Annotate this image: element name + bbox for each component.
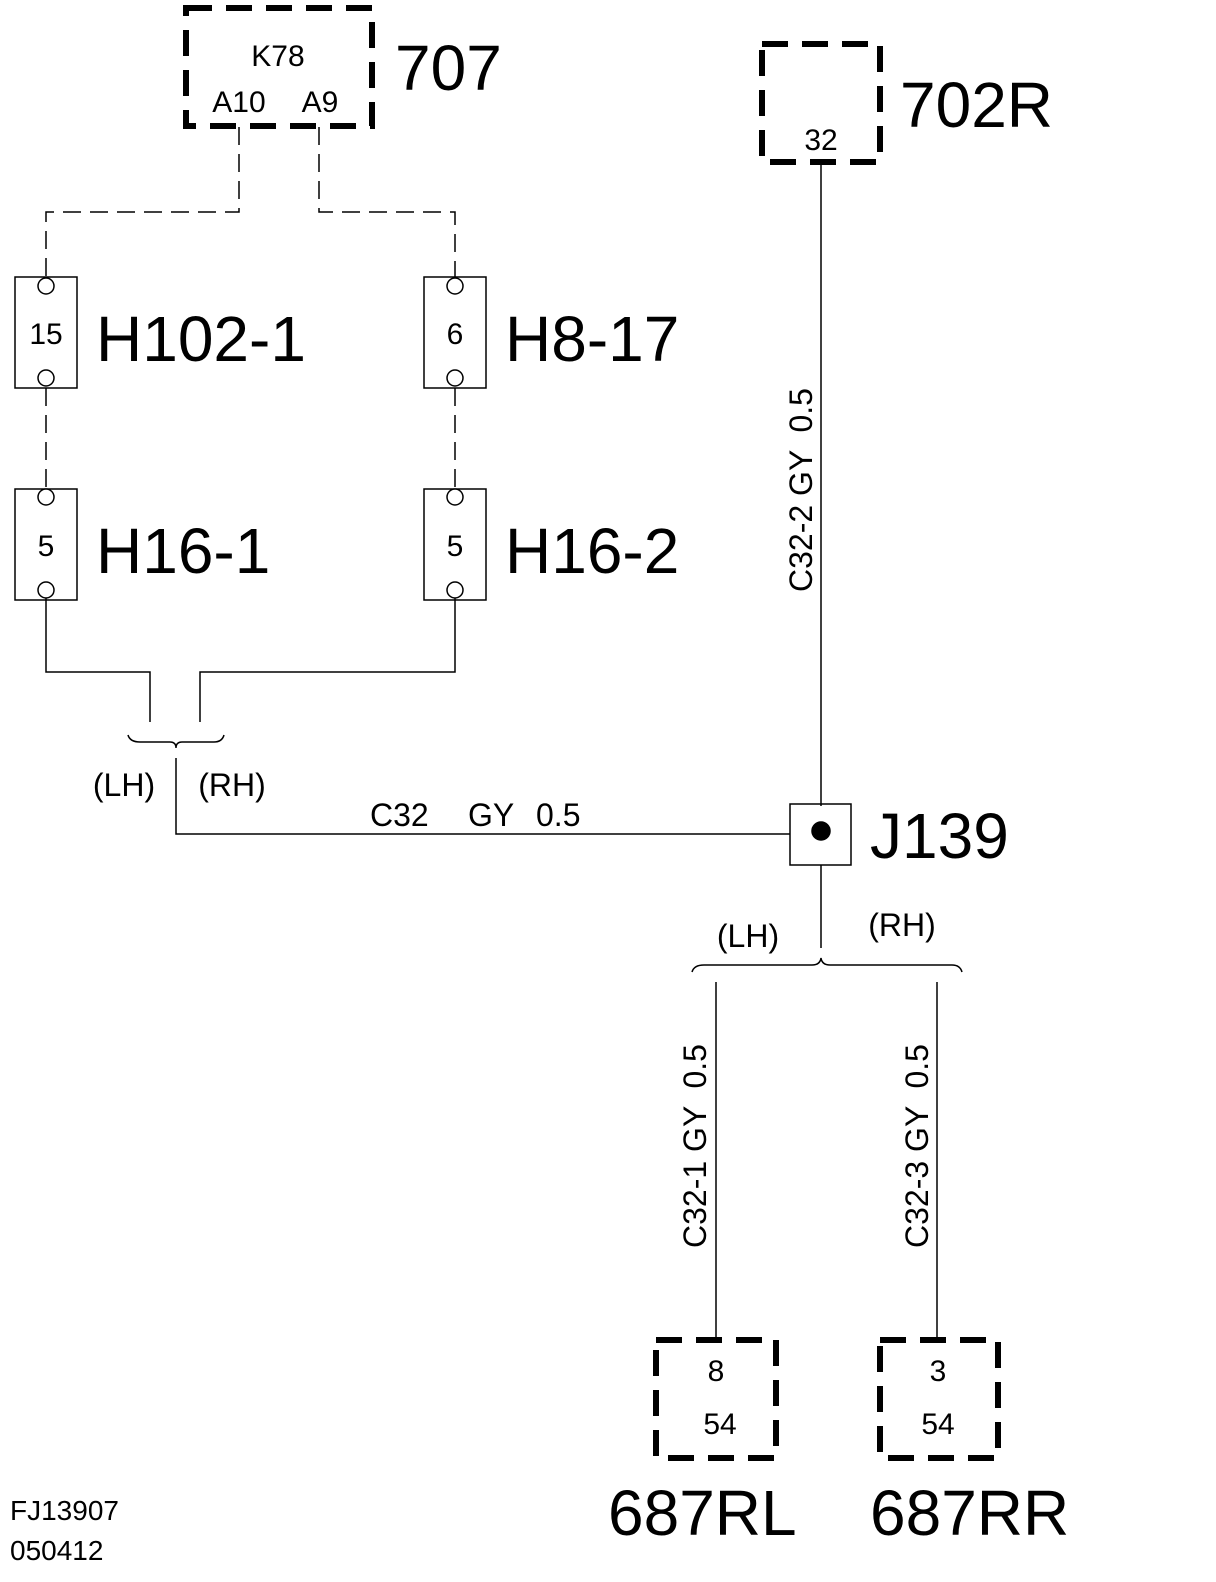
wire-c32-size: 0.5: [536, 797, 580, 833]
k78-label: K78: [251, 40, 304, 73]
option-brace-right: [691, 957, 963, 973]
component-707-ref: 707: [395, 32, 502, 104]
wire-c32: [175, 758, 790, 835]
component-687rl-ref: 687RL: [608, 1477, 797, 1549]
pin-a9-label: A9: [302, 86, 339, 119]
component-687rl-pin-top: 8: [708, 1355, 725, 1388]
dashed-wire-a9: [318, 127, 456, 277]
right-option-rh: (RH): [868, 907, 936, 943]
component-687rr-ref: 687RR: [870, 1477, 1069, 1549]
connector-h102-1-pin: 15: [29, 318, 62, 351]
left-option-lh: (LH): [93, 767, 155, 803]
wire-c32-id: C32: [370, 797, 429, 833]
option-brace-left: [127, 734, 225, 749]
component-702r-ref: 702R: [900, 69, 1053, 141]
splice-j139-ref: J139: [870, 800, 1009, 872]
pin-32-label: 32: [804, 124, 837, 157]
connector-h16-2-pin: 5: [447, 530, 464, 563]
wire-h16-2-out: [199, 598, 456, 722]
connector-h8-17-ref: H8-17: [505, 303, 679, 375]
connector-h102-1-box: [14, 276, 78, 389]
left-option-rh: (RH): [198, 767, 266, 803]
wire-c32-color: GY: [468, 797, 514, 833]
pin-a10-label: A10: [212, 86, 265, 119]
wire-c32-3-label: C32-3 GY 0.5: [899, 1044, 935, 1248]
connector-h16-1-pin: 5: [38, 530, 55, 563]
drawing-number: FJ13907: [10, 1495, 119, 1526]
connector-h102-1-ref: H102-1: [96, 303, 306, 375]
connector-h8-17-pin: 6: [447, 318, 464, 351]
wire-c32-1-label: C32-1 GY 0.5: [677, 1044, 713, 1248]
component-687rl-pin-bottom: 54: [703, 1408, 736, 1441]
splice-j139: [789, 803, 852, 866]
connector-h16-2-ref: H16-2: [505, 515, 679, 587]
connector-h16-2-box: [423, 488, 487, 601]
connector-h8-17-box: [423, 276, 487, 389]
right-option-lh: (LH): [717, 918, 779, 954]
wire-h16-1-out: [45, 598, 151, 722]
wire-c32-2-label: C32-2 GY 0.5: [783, 388, 819, 592]
drawing-date: 050412: [10, 1535, 103, 1566]
connector-h16-1-ref: H16-1: [96, 515, 270, 587]
component-687rr-pin-bottom: 54: [921, 1408, 954, 1441]
component-707-box: [183, 5, 375, 129]
dashed-wire-a10: [45, 127, 240, 277]
component-687rr-box: [877, 1337, 1001, 1461]
component-687rr-pin-top: 3: [930, 1355, 947, 1388]
